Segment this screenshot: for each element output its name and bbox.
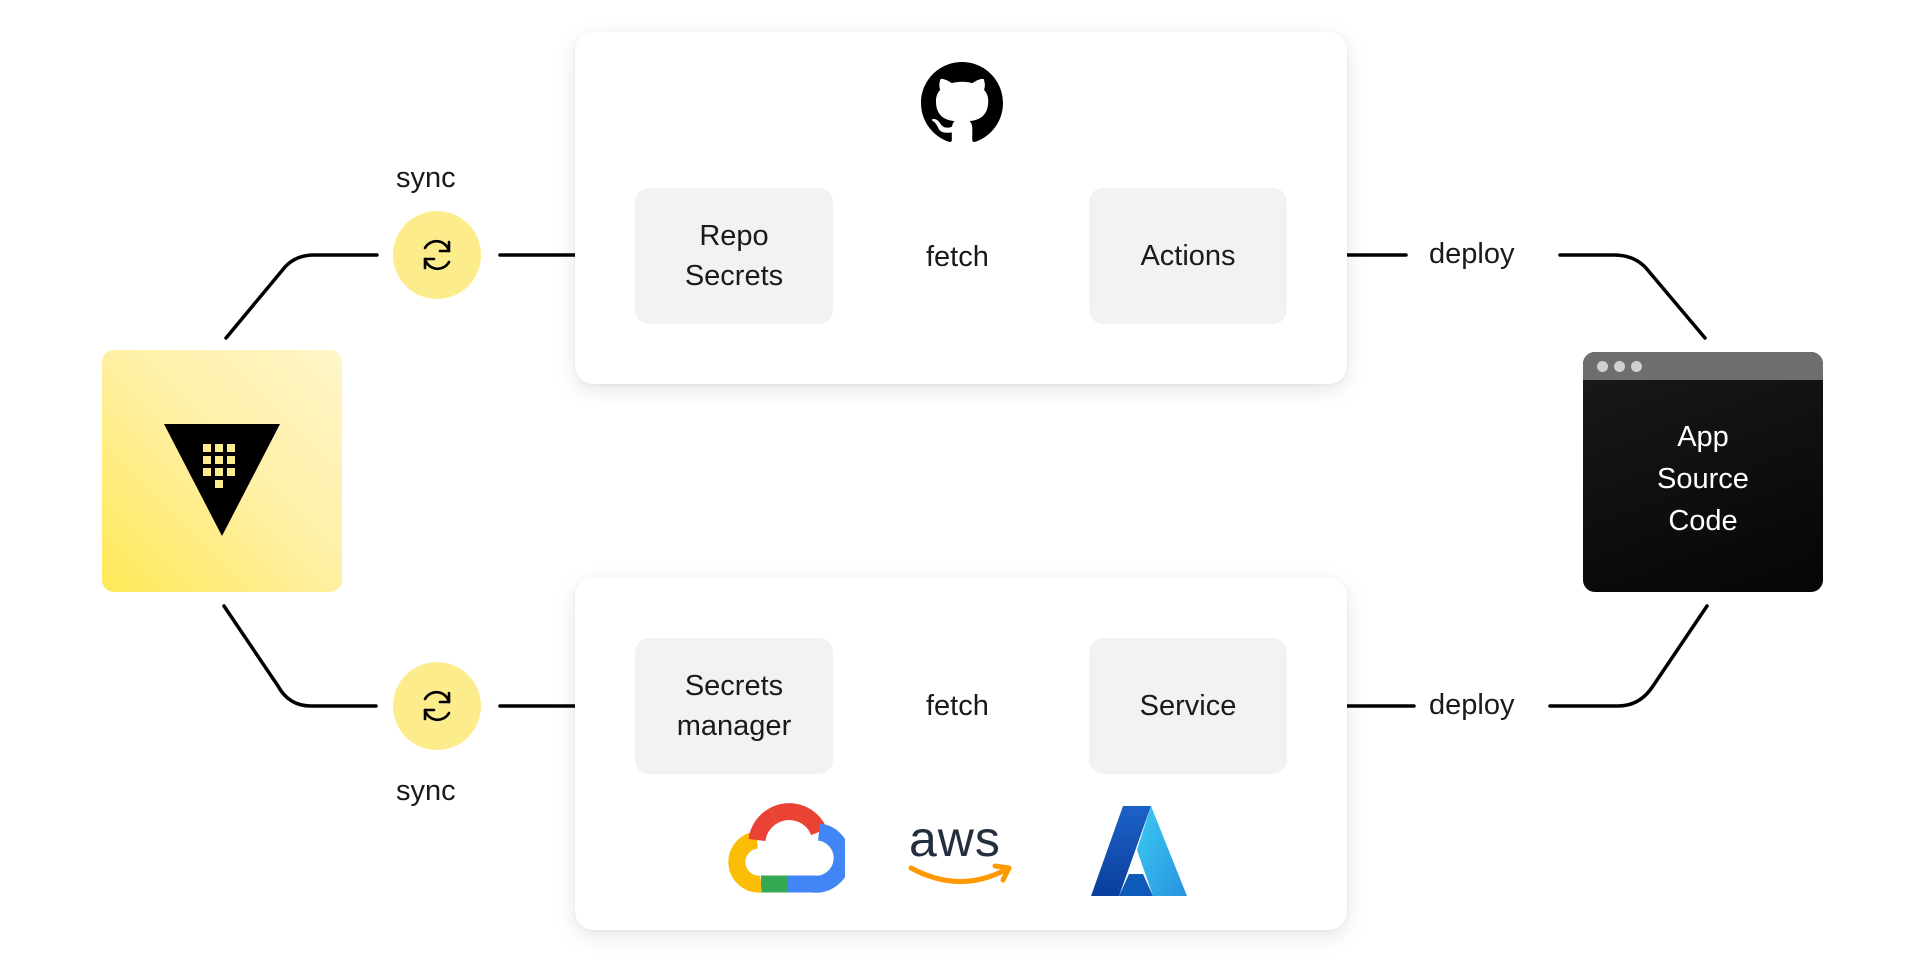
sync-bottom-label: sync (396, 771, 456, 811)
app-source-code-label: App Source Code (1657, 421, 1749, 537)
actions-node: Actions (1089, 188, 1287, 324)
repo-secrets-node: Repo Secrets (635, 188, 833, 324)
secrets-manager-node: Secrets manager (635, 638, 833, 774)
github-logo-icon (921, 62, 1003, 142)
fetch-bottom-label: fetch (920, 686, 995, 726)
window-dot-icon (1614, 360, 1625, 372)
aws-logo-text: aws (909, 811, 1001, 867)
vault-to-sync-bottom-line (222, 604, 378, 708)
google-cloud-logo-icon (728, 803, 845, 893)
deploy-bottom-line (1548, 604, 1709, 708)
aws-logo-icon (908, 863, 1012, 884)
sync-icon (423, 690, 451, 722)
app-source-code-node: App Source Code (1583, 352, 1823, 592)
deploy-top-label: deploy (1423, 234, 1521, 274)
deploy-top-line (1558, 253, 1707, 340)
vault-node (102, 350, 342, 592)
service-node: Service (1089, 638, 1287, 774)
cloud-panel: Secrets manager Service aws (575, 578, 1347, 930)
vault-logo-icon (164, 424, 280, 536)
terminal-title-bar (1583, 352, 1823, 380)
sync-bottom-node (393, 662, 481, 750)
sync-top-label: sync (396, 158, 456, 198)
window-dot-icon (1631, 360, 1642, 372)
github-panel: Repo Secrets Actions (575, 32, 1347, 384)
window-dot-icon (1597, 360, 1608, 372)
azure-logo-icon (1091, 806, 1187, 896)
deploy-bottom-label: deploy (1423, 685, 1521, 725)
sync-top-node (393, 211, 481, 299)
sync-icon (423, 239, 451, 271)
fetch-top-label: fetch (920, 237, 995, 277)
vault-to-sync-top-line (224, 253, 379, 340)
